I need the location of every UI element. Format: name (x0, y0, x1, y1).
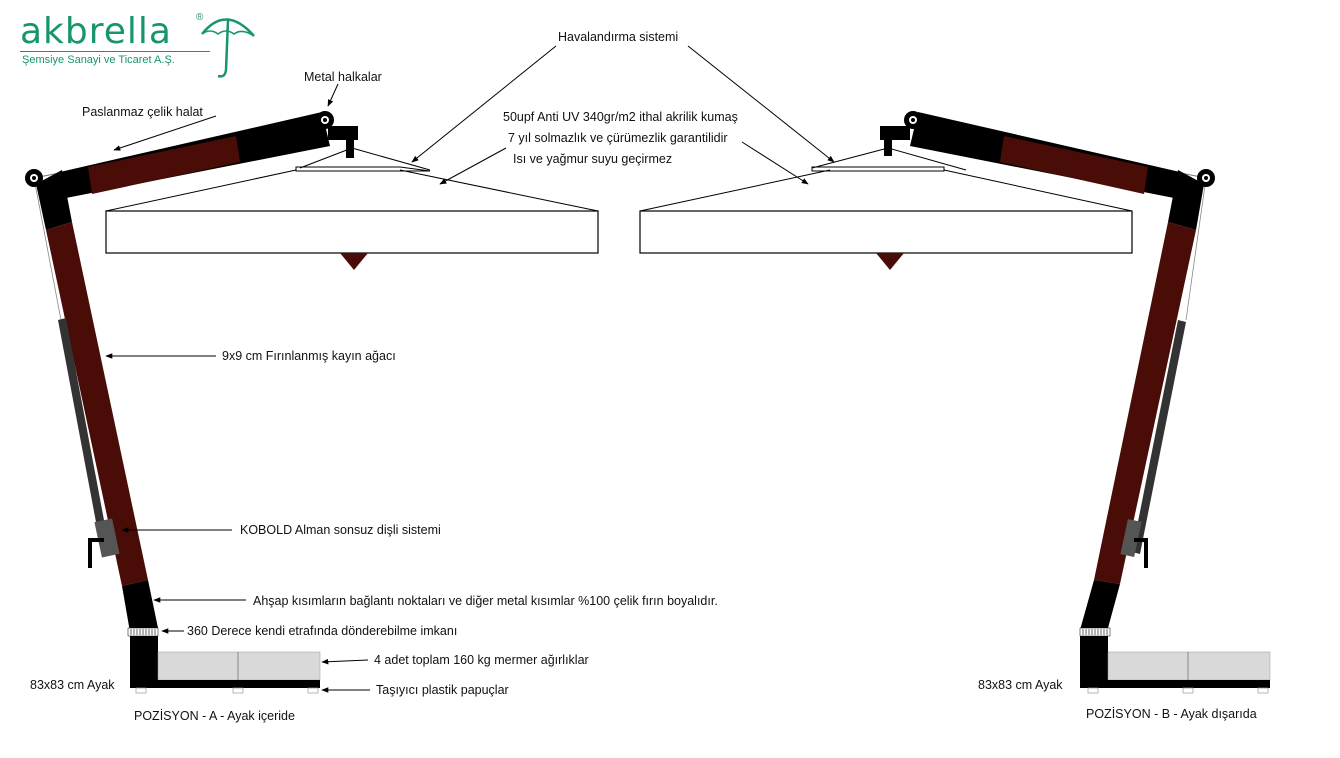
pole-wood-left (46, 222, 148, 586)
marble-weights-left (157, 651, 321, 681)
top-arm-wood-left (88, 136, 240, 194)
base-bar-left (130, 680, 320, 688)
label-position-b: POZİSYON - B - Ayak dışarıda (1086, 707, 1257, 721)
umbrella-left (25, 111, 599, 694)
label-beech-wood: 9x9 cm Fırınlanmış kayın ağacı (222, 349, 396, 363)
label-fabric-line3: Isı ve yağmur suyu geçirmez (513, 152, 673, 166)
label-ventilation: Havalandırma sistemi (558, 30, 679, 44)
label-steel-cable: Paslanmaz çelik halat (82, 105, 203, 119)
registered-mark: ® (196, 12, 204, 23)
label-position-a: POZİSYON - A - Ayak içeride (134, 709, 295, 723)
label-fabric-line2: 7 yıl solmazlık ve çürümezlik garantilid… (508, 131, 728, 145)
label-rotation: 360 Derece kendi etrafında dönderebilme … (187, 624, 458, 638)
canopy-right (639, 210, 1133, 254)
brand-name: akbrella (20, 11, 172, 52)
brand-logo: akbrella ® Şemsiye Sanayi ve Ticaret A.Ş… (18, 10, 258, 80)
umbrella-logo-icon (201, 18, 255, 78)
label-metal-rings: Metal halkalar (304, 70, 382, 84)
label-foot-size-right: 83x83 cm Ayak (978, 678, 1063, 692)
label-gear-system: KOBOLD Alman sonsuz dişli sistemi (240, 523, 441, 537)
umbrella-right (639, 111, 1271, 694)
brand-rule (20, 51, 210, 52)
brand-tagline: Şemsiye Sanayi ve Ticaret A.Ş. (22, 54, 175, 66)
label-foot-size-left: 83x83 cm Ayak (30, 678, 115, 692)
canopy-left (105, 210, 599, 254)
label-fabric-line1: 50upf Anti UV 340gr/m2 ithal akrilik kum… (503, 110, 738, 124)
label-plastic-feet: Taşıyıcı plastik papuçlar (376, 683, 509, 697)
annotation-arrows (105, 45, 835, 693)
label-marble-weights: 4 adet toplam 160 kg mermer ağırlıklar (374, 653, 589, 667)
pole-wood-right (1094, 222, 1196, 584)
label-paint-note: Ahşap kısımların bağlantı noktaları ve d… (253, 594, 718, 608)
